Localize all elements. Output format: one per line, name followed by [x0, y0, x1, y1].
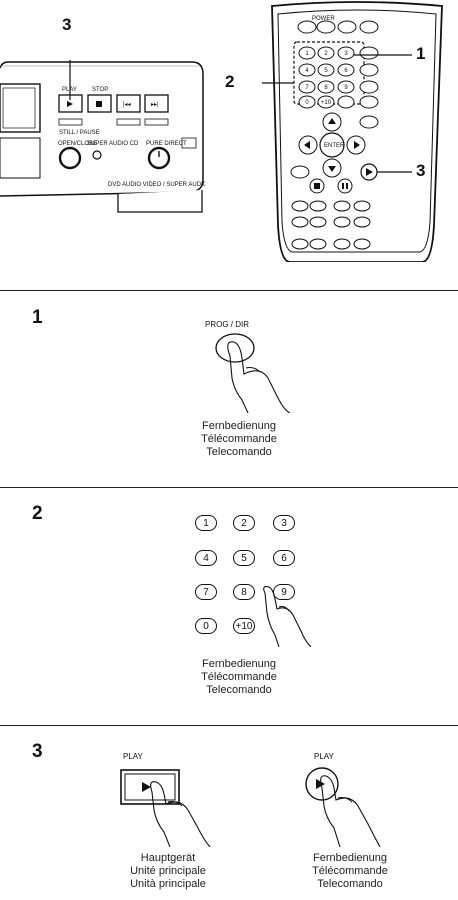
svg-text:STOP: STOP — [92, 87, 108, 93]
caption-line-it: Telecomando — [317, 878, 383, 890]
caption-line-de: Fernbedienung — [201, 658, 276, 670]
step-3-main-unit: PLAY — [120, 752, 240, 847]
step-number-2: 2 — [32, 503, 43, 524]
divider-1 — [0, 290, 458, 291]
caption-line-fr: Télécommande — [312, 865, 388, 877]
step-2-keypad: 1 2 3 4 5 6 7 8 9 0 +10 — [195, 515, 315, 647]
divider-2 — [0, 487, 458, 488]
key-3: 3 — [273, 515, 295, 531]
key-1: 1 — [195, 515, 217, 531]
svg-text:2: 2 — [324, 51, 328, 57]
svg-text:SUPER AUDIO CD: SUPER AUDIO CD — [87, 141, 139, 147]
step-1-illustration: PROG / DIR — [190, 320, 350, 413]
player-front-panel: |◂◂ ▸▸| PLAY STOP STILL / PAUSE OPEN/CLO… — [0, 60, 205, 213]
svg-text:+10: +10 — [321, 100, 332, 106]
step-1-caption: Fernbedienung Télécommande Telecomando — [179, 420, 299, 459]
step-3-remote: PLAY — [300, 752, 420, 847]
key-5: 5 — [233, 550, 255, 566]
svg-text:STILL / PAUSE: STILL / PAUSE — [59, 130, 100, 136]
svg-text:POWER: POWER — [312, 16, 335, 22]
key-7: 7 — [195, 584, 217, 600]
prog-dir-button-hand — [215, 333, 291, 413]
step-3-main-caption: Hauptgerät Unité principale Unità princi… — [108, 852, 228, 891]
svg-text:5: 5 — [324, 68, 328, 74]
caption-line-fr: Télécommande — [201, 671, 277, 683]
divider-3 — [0, 725, 458, 726]
caption-line-de: Fernbedienung — [201, 420, 276, 432]
caption-line-it: Unità principale — [130, 878, 206, 890]
svg-text:ENTER: ENTER — [324, 143, 345, 149]
svg-text:8: 8 — [324, 85, 328, 91]
step-number-3: 3 — [32, 741, 43, 762]
key-8: 8 — [233, 584, 255, 600]
svg-text:9: 9 — [344, 85, 348, 91]
top-illustration: |◂◂ ▸▸| PLAY STOP STILL / PAUSE OPEN/CLO… — [0, 0, 458, 270]
remote-play-label: PLAY — [314, 752, 334, 761]
key-plus10: +10 — [233, 618, 255, 634]
key-4: 4 — [195, 550, 217, 566]
caption-line-it: Telecomando — [206, 446, 272, 458]
key-2: 2 — [233, 515, 255, 531]
svg-text:PURE DIRECT: PURE DIRECT — [146, 141, 187, 147]
svg-text:1: 1 — [305, 51, 309, 57]
step-2-caption: Fernbedienung Télécommande Telecomando — [179, 658, 299, 697]
callout-2-remote: 2 — [225, 72, 235, 91]
step-number-1: 1 — [32, 307, 43, 328]
remote-play-button-hand — [305, 767, 381, 847]
svg-text:3: 3 — [344, 51, 348, 57]
main-play-button-hand — [120, 769, 211, 847]
svg-text:DVD AUDIO VIDEO / SUPER AUDIO: DVD AUDIO VIDEO / SUPER AUDIO CD PLAYER … — [108, 182, 205, 188]
caption-line-de: Fernbedienung — [312, 852, 387, 864]
callout-1-remote: 1 — [416, 44, 426, 63]
caption-line-it: Telecomando — [206, 684, 272, 696]
callout-3-player: 3 — [62, 15, 72, 34]
key-0: 0 — [195, 618, 217, 634]
remote-control: POWER 1 2 3 4 5 6 7 8 9 0 +10 ENTER — [262, 1, 443, 262]
svg-text:|◂◂: |◂◂ — [123, 102, 131, 108]
step-3-remote-caption: Fernbedienung Télécommande Telecomando — [290, 852, 410, 891]
caption-line-de: Hauptgerät — [140, 852, 196, 864]
key-6: 6 — [273, 550, 295, 566]
prog-dir-label: PROG / DIR — [205, 320, 250, 329]
caption-line-fr: Télécommande — [201, 433, 277, 445]
caption-line-fr: Unité principale — [130, 865, 206, 877]
svg-text:4: 4 — [305, 68, 309, 74]
svg-text:▸▸|: ▸▸| — [151, 102, 159, 108]
main-play-label: PLAY — [123, 752, 143, 761]
callout-3-remote: 3 — [416, 161, 426, 180]
svg-text:6: 6 — [344, 68, 348, 74]
pressing-hand — [263, 586, 312, 647]
svg-text:7: 7 — [305, 85, 309, 91]
svg-text:0: 0 — [305, 100, 309, 106]
svg-text:OPEN/CLOSE: OPEN/CLOSE — [58, 141, 97, 147]
